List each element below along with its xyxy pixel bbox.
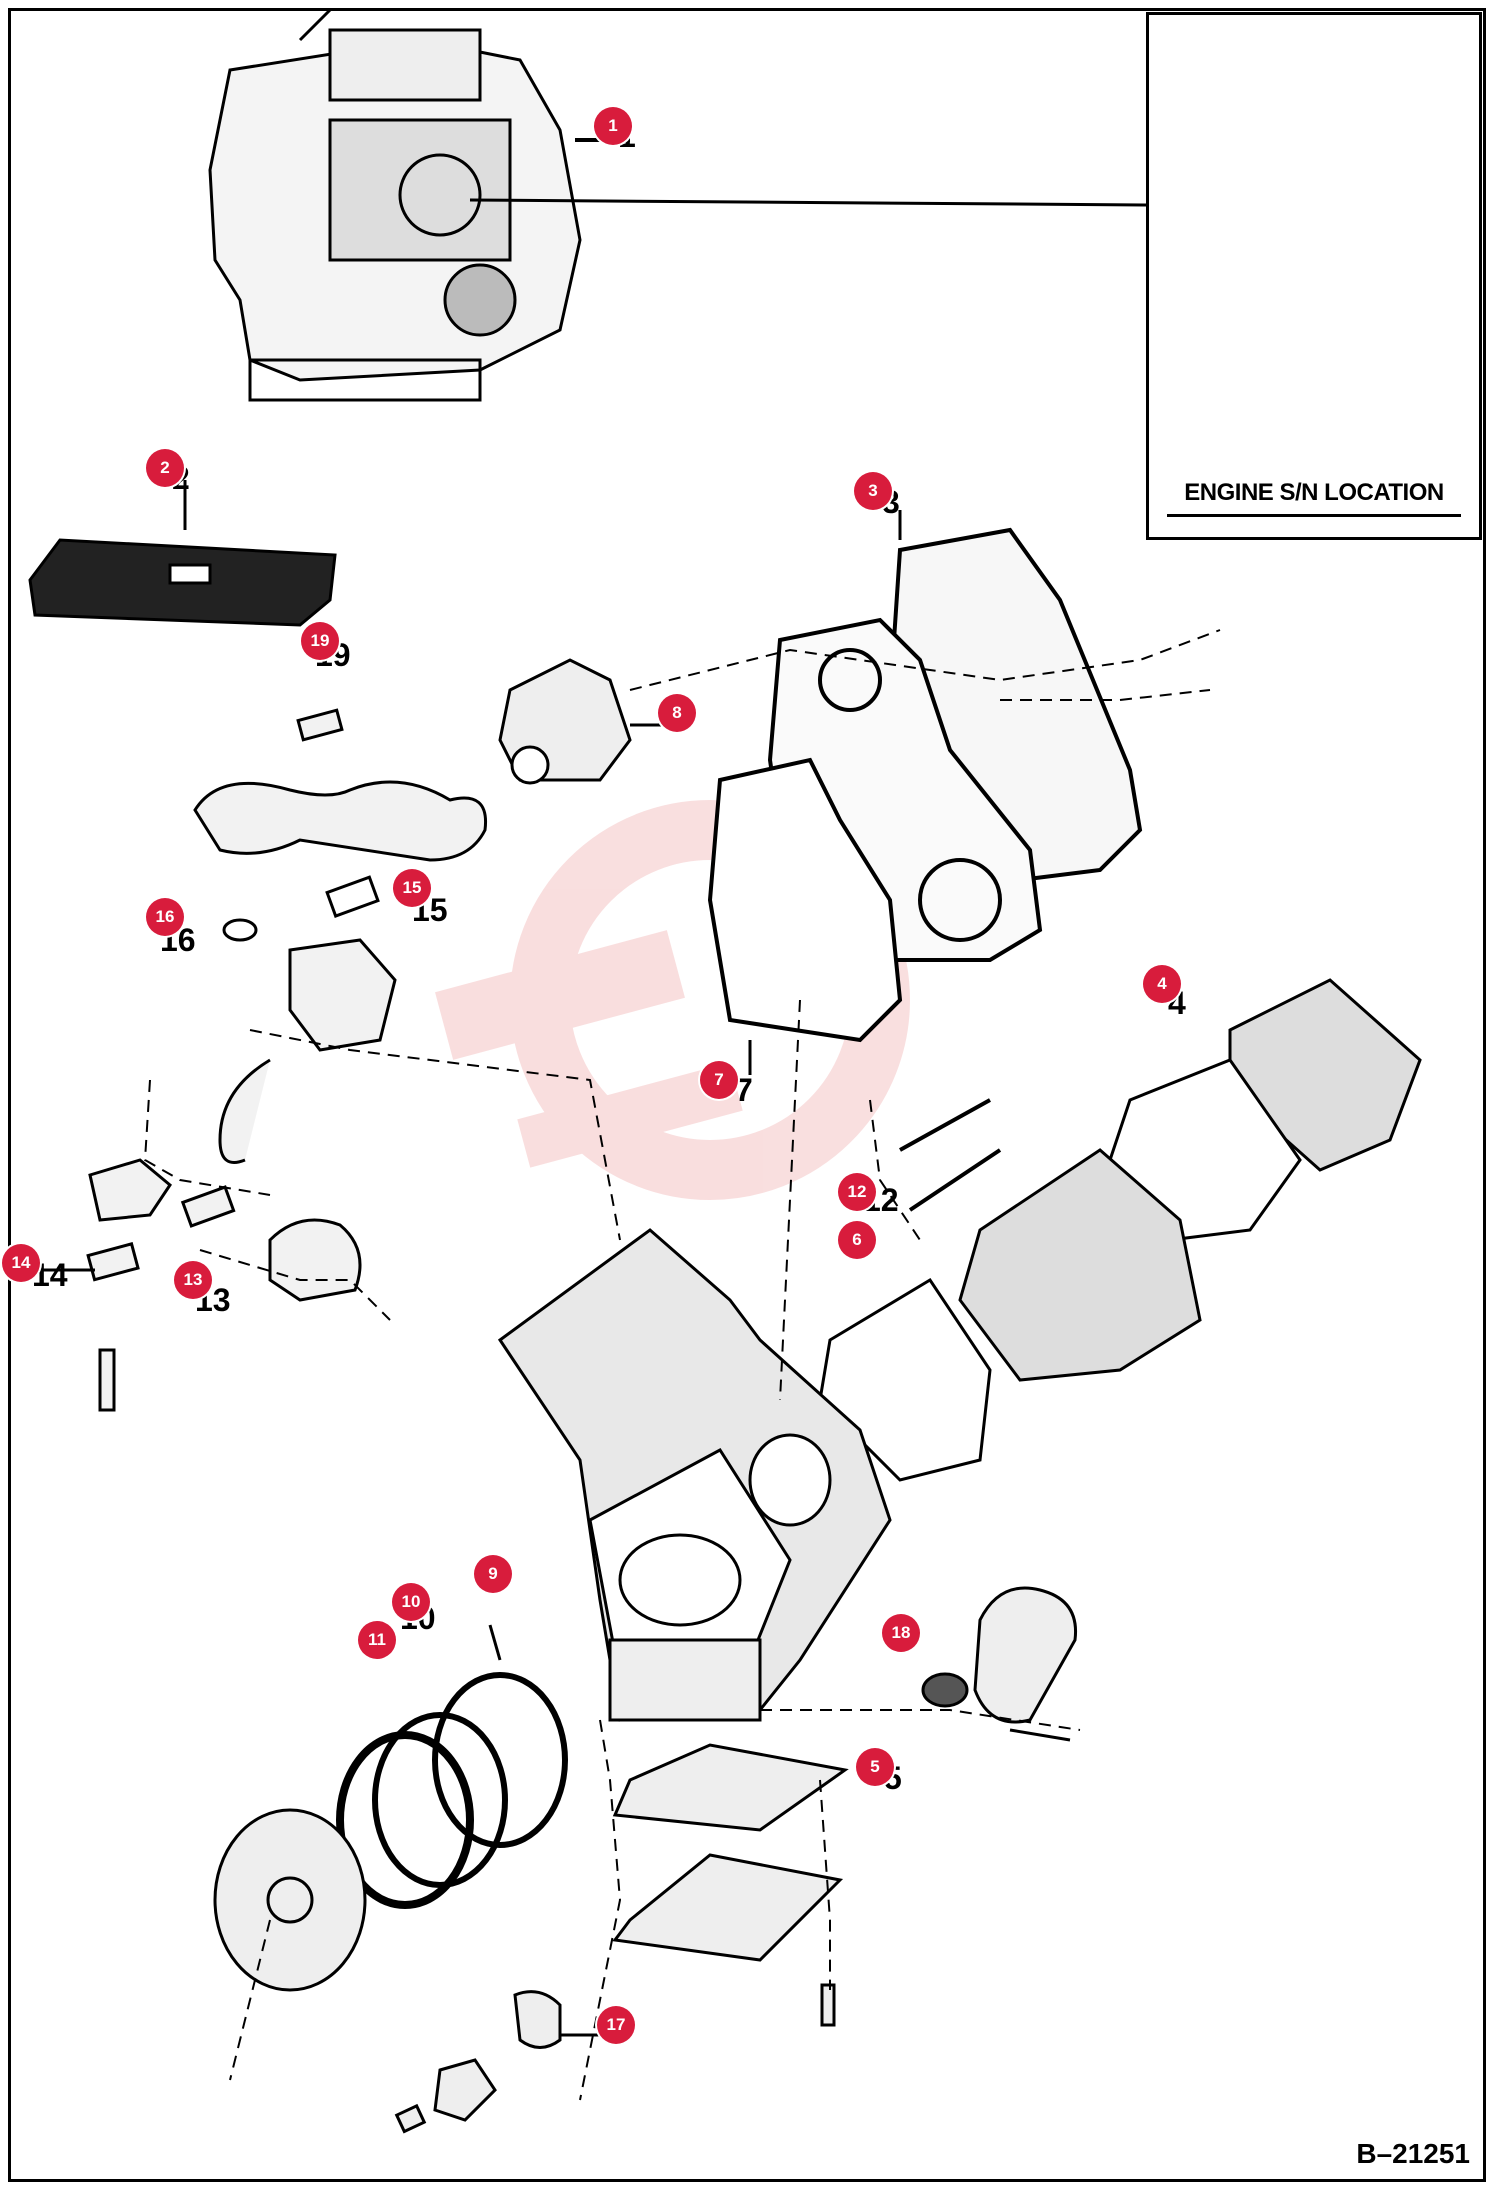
crankcase-drawing (497, 1228, 892, 1722)
inset-caption: ENGINE S/N LOCATION (1184, 479, 1444, 506)
callout-8[interactable]: 8 (658, 694, 696, 732)
callout-15[interactable]: 15 (393, 869, 431, 907)
cylinder-drawing (818, 978, 1422, 1482)
callout-9[interactable]: 9 (474, 1555, 512, 1593)
callout-5[interactable]: 5 (856, 1748, 894, 1786)
callout-4[interactable]: 4 (1143, 965, 1181, 1003)
engine-assembly-drawing (208, 8, 1151, 402)
callout-18[interactable]: 18 (882, 1614, 920, 1652)
part-number-7: 7 (735, 1072, 753, 1108)
callout-16[interactable]: 16 (146, 898, 184, 936)
callout-1[interactable]: 1 (594, 107, 632, 145)
callout-10[interactable]: 10 (392, 1583, 430, 1621)
callout-14[interactable]: 14 (2, 1244, 40, 1282)
inset-caption-underline (1167, 514, 1461, 517)
air-filter-drawing (28, 480, 337, 627)
starter-drawing (498, 658, 670, 785)
oil-pan-drawing (612, 1743, 849, 2027)
callout-2[interactable]: 2 (146, 449, 184, 487)
drawing-code: B–21251 (1356, 2138, 1470, 2169)
callout-12[interactable]: 12 (838, 1173, 876, 1211)
oil-filter-drawing (921, 1586, 1078, 1742)
callout-13[interactable]: 13 (174, 1261, 212, 1299)
callout-19[interactable]: 19 (301, 622, 339, 660)
manifold-carburetor-drawing (193, 708, 488, 1164)
diagram-border (8, 8, 1486, 2182)
callout-3[interactable]: 3 (854, 472, 892, 510)
gear-cover-drawing (707, 510, 1143, 1075)
engine-sn-location-inset: ENGINE S/N LOCATION (1146, 12, 1482, 540)
callout-11[interactable]: 11 (358, 1621, 396, 1659)
dashed-leader-lines (143, 629, 1221, 2101)
bearing-plate-drawing (213, 1624, 568, 1992)
callout-6[interactable]: 6 (838, 1221, 876, 1259)
callout-7[interactable]: 7 (700, 1061, 738, 1099)
callout-17[interactable]: 17 (597, 2006, 635, 2044)
oil-pump-drawing (394, 1990, 605, 2134)
